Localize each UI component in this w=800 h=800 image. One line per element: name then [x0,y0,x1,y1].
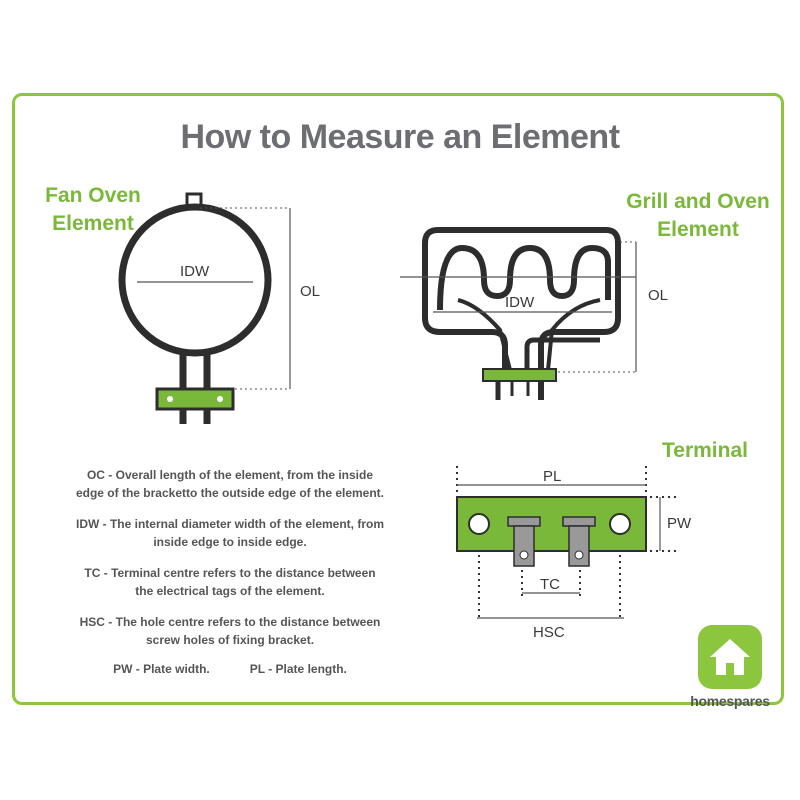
note-idw-line2: inside edge to inside edge. [153,535,307,549]
fan-oven-element: IDW OL [118,192,320,424]
fan-bracket [155,387,235,411]
terminal-tag-base-right [562,516,596,527]
grill-ol-label: OL [648,287,668,304]
note-idw: IDW - The internal diameter width of the… [40,515,420,551]
diagram-frame [12,93,784,705]
fan-oven-heading-line2: Element [52,212,134,235]
logo-text-home: home [690,693,727,709]
terminal-tag-left [513,525,535,567]
grill-idw-label: IDW [505,294,535,311]
grill-oven-element: IDW OL [400,227,668,400]
measurement-notes: OC - Overall length of the element, from… [40,466,420,676]
fan-bracket-hole-right [217,396,223,402]
pw-label: PW [667,515,692,532]
logo-text-spares: spares [726,693,770,709]
note-tc: TC - Terminal centre refers to the dista… [40,564,420,600]
grill-oven-heading-line1: Grill and Oven [626,190,770,213]
tc-label: TC [540,576,560,593]
terminal-heading: Terminal [662,439,748,462]
terminal-tag-hole-right [574,550,584,560]
grill-oven-heading: Grill and Oven Element [618,188,778,244]
note-tc-line2: the electrical tags of the element. [135,584,325,598]
grill-bracket [482,368,557,382]
fan-oven-heading-line1: Fan Oven [45,184,141,207]
fan-ring [118,203,272,357]
note-tc-line1: TC - Terminal centre refers to the dista… [84,566,376,580]
note-hsc: HSC - The hole centre refers to the dist… [40,613,420,649]
terminal-plate-diagram: PL PW TC HSC [456,466,692,641]
fan-oven-heading: Fan Oven Element [28,182,158,238]
note-pw: PW - Plate width. [113,662,210,676]
fan-ol-label: OL [300,283,320,300]
page-title: How to Measure an Element [180,118,620,156]
note-hsc-line1: HSC - The hole centre refers to the dist… [79,615,381,629]
note-pw-pl: PW - Plate width. PL - Plate length. [40,662,420,676]
pl-label: PL [543,468,561,485]
grill-serpentine [437,244,611,311]
note-hsc-line2: screw holes of fixing bracket. [145,633,315,647]
terminal-tag-hole-left [519,550,529,560]
grill-outer-loop [422,227,621,400]
terminal-tag-base-left [507,516,541,527]
grill-inner-return [524,337,600,370]
terminal-tag-right [568,525,590,567]
grill-oven-heading-line2: Element [657,218,739,241]
terminal-screw-hole-left [468,513,490,535]
homespares-logo: homespares [690,625,770,709]
hsc-label: HSC [533,624,565,641]
terminal-screw-hole-right [609,513,631,535]
fan-idw-label: IDW [180,263,210,280]
note-pl: PL - Plate length. [249,662,347,676]
note-idw-line1: IDW - The internal diameter width of the… [75,517,385,531]
logo-wordmark: homespares [690,693,770,709]
note-oc-line1: OC - Overall length of the element, from… [86,468,374,482]
house-icon [698,625,762,689]
fan-bracket-hole-left [167,396,173,402]
note-oc: OC - Overall length of the element, from… [40,466,420,502]
note-oc-line2: edge of the bracketto the outside edge o… [75,486,385,500]
